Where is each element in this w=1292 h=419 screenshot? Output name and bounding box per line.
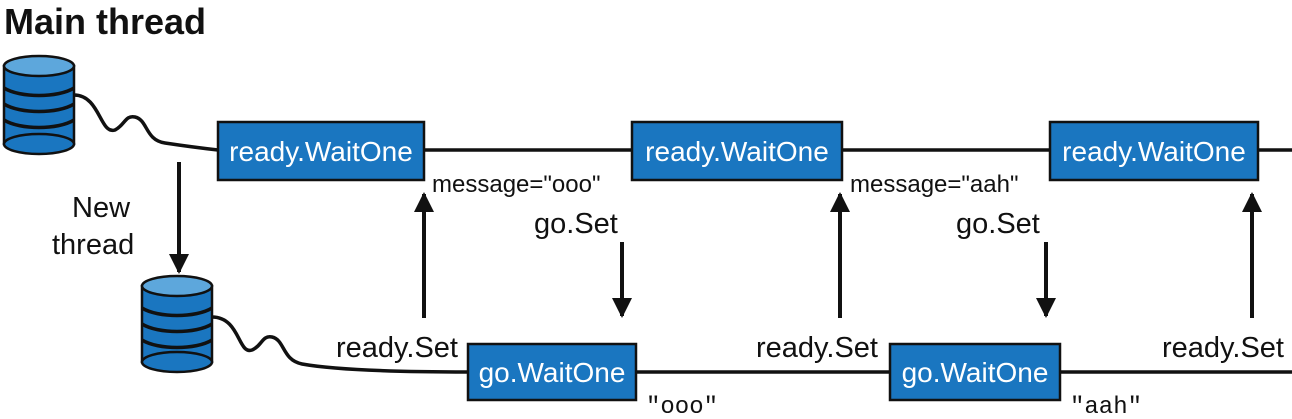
new-box-1: go.WaitOne <box>466 342 638 402</box>
ready-set-label-1: ready.Set <box>336 332 458 364</box>
svg-text:ready.WaitOne: ready.WaitOne <box>1062 136 1246 167</box>
message-label-2: message="aah" <box>850 171 1018 198</box>
new-thread-label-1: New <box>72 192 131 224</box>
new-thread-label-2: thread <box>52 229 134 261</box>
main-box-2: ready.WaitOne <box>630 120 844 182</box>
main-box-1: ready.WaitOne <box>216 120 426 182</box>
ready-set-label-3: ready.Set <box>1162 332 1284 364</box>
go-set-label-1: go.Set <box>534 208 618 240</box>
svg-text:go.WaitOne: go.WaitOne <box>902 357 1049 388</box>
svg-text:ready.WaitOne: ready.WaitOne <box>229 136 413 167</box>
output-label-2: "aah" <box>1070 394 1142 419</box>
main-box-3: ready.WaitOne <box>1048 120 1260 182</box>
diagram-title: Main thread <box>4 1 206 42</box>
new-thread-line <box>211 315 469 374</box>
new-thread-spool-icon <box>140 274 214 374</box>
output-label-1: "ooo" <box>646 394 718 419</box>
main-thread-spool-icon <box>2 54 76 156</box>
svg-text:go.WaitOne: go.WaitOne <box>479 357 626 388</box>
go-set-label-2: go.Set <box>956 208 1040 240</box>
svg-text:ready.WaitOne: ready.WaitOne <box>645 136 829 167</box>
main-thread-line <box>73 93 219 152</box>
message-label-1: message="ooo" <box>432 171 600 198</box>
new-box-2: go.WaitOne <box>888 342 1062 402</box>
ready-set-label-2: ready.Set <box>756 332 878 364</box>
